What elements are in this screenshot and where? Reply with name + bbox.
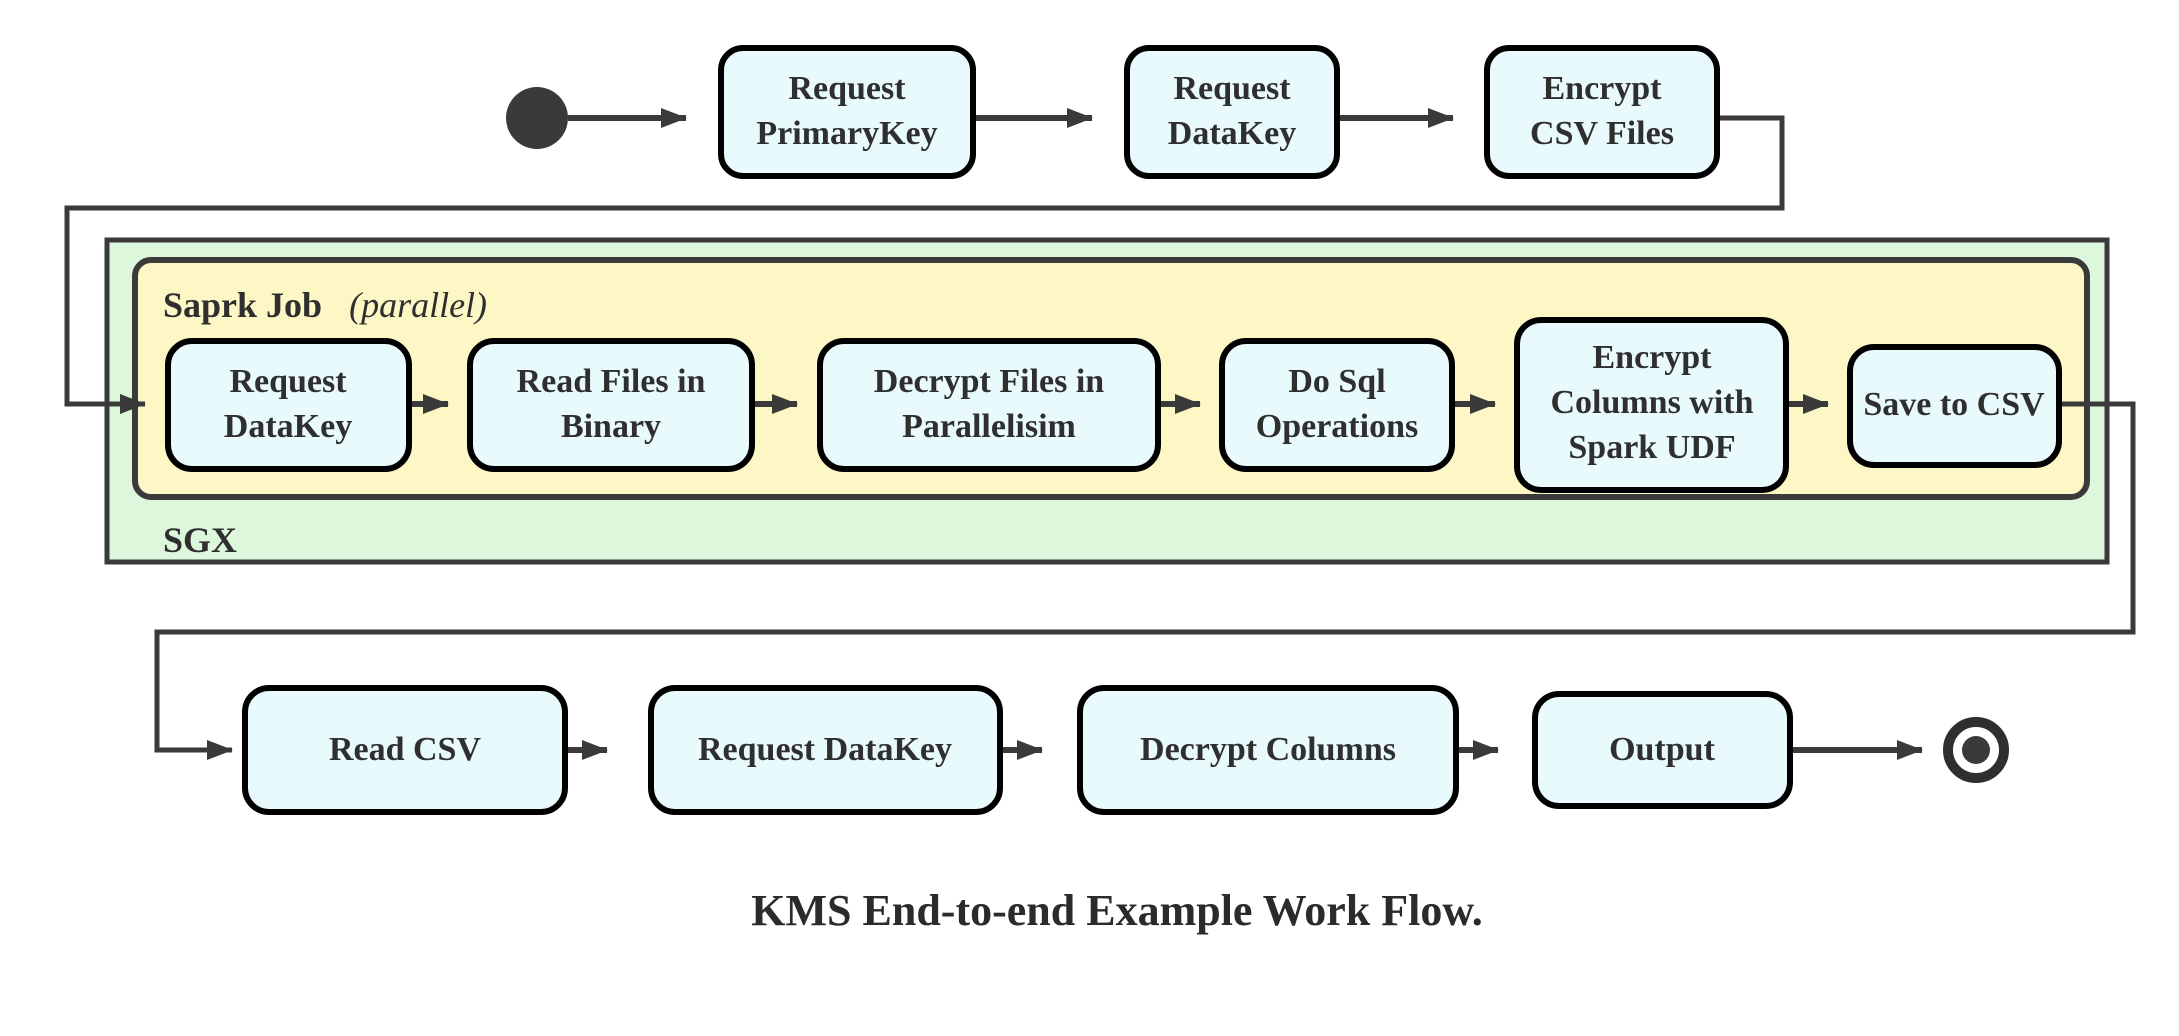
node-decrypt-files-in-parallelisim-box[interactable] bbox=[817, 338, 1161, 472]
node-request-datakey-spark[interactable]: Request DataKey bbox=[165, 338, 412, 472]
node-output-line-0: Output bbox=[1609, 731, 1715, 768]
node-read-csv-line-0: Read CSV bbox=[329, 731, 482, 768]
node-request-datakey-spark-box[interactable] bbox=[165, 338, 412, 472]
node-encrypt-columns-with-spark-udf[interactable]: Encrypt Columns with Spark UDF bbox=[1514, 317, 1789, 493]
node-request-datakey-top[interactable]: Request DataKey bbox=[1124, 45, 1340, 179]
node-read-files-in-binary-box[interactable] bbox=[467, 338, 755, 472]
node-decrypt-files-in-parallelisim-line-0: Decrypt Files in bbox=[874, 363, 1104, 400]
node-save-to-csv[interactable]: Save to CSV bbox=[1847, 344, 2062, 468]
node-output[interactable]: Output bbox=[1532, 691, 1793, 809]
node-request-datakey-top-line-1: DataKey bbox=[1168, 115, 1296, 152]
end-node-core bbox=[1962, 736, 1990, 764]
spark-job-modifier: (parallel) bbox=[349, 285, 487, 325]
node-read-files-in-binary-line-1: Binary bbox=[561, 408, 661, 445]
spark-job-label: Saprk Job (parallel) bbox=[163, 285, 487, 325]
node-request-datakey-top-line-0: Request bbox=[1173, 70, 1291, 107]
node-request-datakey-top-box[interactable] bbox=[1124, 45, 1340, 179]
node-read-files-in-binary[interactable]: Read Files in Binary bbox=[467, 338, 755, 472]
node-request-primarykey-box[interactable] bbox=[718, 45, 976, 179]
node-encrypt-csv-files-line-1: CSV Files bbox=[1530, 115, 1674, 152]
node-encrypt-columns-with-spark-udf-line-2: Spark UDF bbox=[1568, 429, 1735, 466]
edge-encrypt-csv-to-spark-datakey bbox=[64, 115, 1785, 414]
node-request-datakey-spark-line-1: DataKey bbox=[224, 408, 352, 445]
node-request-primarykey[interactable]: Request PrimaryKey bbox=[718, 45, 976, 179]
node-encrypt-csv-files[interactable]: Encrypt CSV Files bbox=[1484, 45, 1720, 179]
node-decrypt-columns-box[interactable] bbox=[1077, 685, 1459, 815]
node-decrypt-columns-line-0: Decrypt Columns bbox=[1140, 731, 1396, 768]
node-do-sql-operations[interactable]: Do Sql Operations bbox=[1219, 338, 1455, 472]
end-node-ring bbox=[1943, 717, 2009, 783]
node-encrypt-csv-files-line-0: Encrypt bbox=[1543, 70, 1663, 107]
node-request-primarykey-line-0: Request bbox=[788, 70, 906, 107]
figure-caption: KMS End-to-end Example Work Flow. bbox=[751, 886, 1482, 935]
node-encrypt-columns-with-spark-udf-box[interactable] bbox=[1514, 317, 1789, 493]
node-encrypt-csv-files-box[interactable] bbox=[1484, 45, 1720, 179]
node-output-box[interactable] bbox=[1532, 691, 1793, 809]
node-do-sql-operations-line-0: Do Sql bbox=[1288, 363, 1385, 400]
node-request-primarykey-line-1: PrimaryKey bbox=[756, 115, 937, 152]
node-encrypt-columns-with-spark-udf-line-0: Encrypt bbox=[1593, 339, 1713, 376]
spark-job-label-text: Saprk Job bbox=[163, 285, 322, 325]
node-read-csv[interactable]: Read CSV bbox=[242, 685, 568, 815]
node-request-datakey-bottom-box[interactable] bbox=[648, 685, 1003, 815]
sgx-label: SGX bbox=[163, 520, 237, 560]
node-read-files-in-binary-line-0: Read Files in bbox=[517, 363, 706, 400]
edge-save-csv-to-read-csv bbox=[154, 401, 2136, 760]
node-save-to-csv-box[interactable] bbox=[1847, 344, 2062, 468]
node-do-sql-operations-box[interactable] bbox=[1219, 338, 1455, 472]
node-encrypt-columns-with-spark-udf-line-1: Columns with bbox=[1550, 384, 1753, 421]
node-decrypt-files-in-parallelisim[interactable]: Decrypt Files in Parallelisim bbox=[817, 338, 1161, 472]
node-decrypt-files-in-parallelisim-line-1: Parallelisim bbox=[902, 408, 1076, 445]
start-node bbox=[506, 87, 568, 149]
node-request-datakey-bottom-line-0: Request DataKey bbox=[698, 731, 952, 768]
node-request-datakey-spark-line-0: Request bbox=[229, 363, 347, 400]
node-decrypt-columns[interactable]: Decrypt Columns bbox=[1077, 685, 1459, 815]
node-save-to-csv-line-0: Save to CSV bbox=[1863, 386, 2045, 423]
node-request-datakey-bottom[interactable]: Request DataKey bbox=[648, 685, 1003, 815]
node-do-sql-operations-line-1: Operations bbox=[1256, 408, 1418, 445]
node-read-csv-box[interactable] bbox=[242, 685, 568, 815]
